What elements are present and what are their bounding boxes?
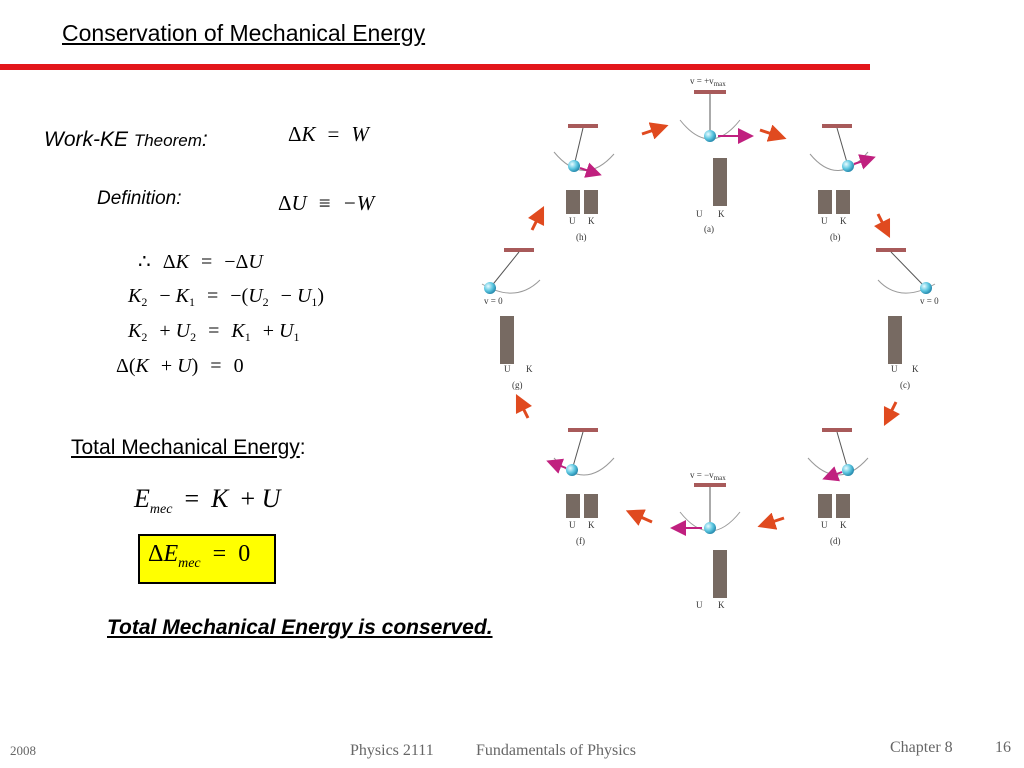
cycle-arrow <box>759 124 787 142</box>
derivation-line-3: K2+ U2=K1+ U1 <box>128 320 300 344</box>
conservation-equation: ΔEmec=0 <box>148 541 251 571</box>
pendulum-bob <box>484 282 496 294</box>
conservation-box <box>138 534 276 584</box>
panel-label-d: (d) <box>830 536 841 546</box>
pendulum-bob <box>566 464 578 476</box>
emec-equation: Emec=K+ U <box>134 484 281 517</box>
cycle-arrow <box>625 509 653 526</box>
svg-text:K: K <box>840 216 847 226</box>
panel-label-g: (g) <box>512 380 523 390</box>
svg-text:U: U <box>569 216 576 226</box>
ceiling <box>694 90 726 94</box>
panel-e: v = −vmax U K <box>670 470 741 610</box>
panel-d: U K (d) <box>807 428 869 546</box>
footer-course: Physics 2111 <box>350 742 434 759</box>
svg-text:U: U <box>891 364 898 374</box>
top-velocity-label: v = +vmax <box>690 76 726 88</box>
panel-label-f: (f) <box>576 536 585 546</box>
svg-text:K: K <box>526 364 533 374</box>
footer-chapter: Chapter 8 <box>890 739 953 756</box>
conclusion-text: Total Mechanical Energy is conserved. <box>107 616 493 639</box>
svg-text:v = 0: v = 0 <box>920 296 939 306</box>
cycle-arrow <box>883 401 901 427</box>
svg-text:K: K <box>588 520 595 530</box>
svg-text:K: K <box>718 209 725 219</box>
svg-text:K: K <box>912 364 919 374</box>
pendulum-bob <box>842 160 854 172</box>
panel-label-h: (h) <box>576 232 587 242</box>
derivation-line-4: Δ(K+ U)=0 <box>116 355 244 377</box>
definition-label: Definition: <box>97 188 182 209</box>
panel-h: U K (h) <box>553 124 615 242</box>
panel-label-c: (c) <box>900 380 910 390</box>
work-ke-equation: ΔK=W <box>288 122 369 146</box>
svg-text:U: U <box>569 520 576 530</box>
panel-g: v = 0 U K (g) <box>481 248 541 390</box>
panel-b: U K (b) <box>809 124 876 242</box>
svg-text:K: K <box>718 600 725 610</box>
footer-year: 2008 <box>10 743 36 758</box>
svg-text:U: U <box>696 209 703 219</box>
work-ke-label: Work-KE Theorem: <box>44 128 208 151</box>
bottom-velocity-label: v = −vmax <box>690 470 726 482</box>
derivation-line-1: ∴ΔK=−ΔU <box>138 251 263 273</box>
cycle-arrows <box>515 122 901 530</box>
pendulum-bob <box>704 522 716 534</box>
svg-text:K: K <box>840 520 847 530</box>
cycle-arrow <box>527 205 545 231</box>
svg-text:U: U <box>696 600 703 610</box>
cycle-arrow <box>873 213 891 239</box>
page-number: 16 <box>995 739 1011 756</box>
slide-title: Conservation of Mechanical Energy <box>62 20 426 46</box>
definition-equation: ΔU≡−W <box>278 191 375 215</box>
panel-c: v = 0 U K (c) <box>876 248 939 390</box>
pendulum-bob <box>568 160 580 172</box>
svg-text:U: U <box>504 364 511 374</box>
pendulum-bob <box>920 282 932 294</box>
title-divider <box>0 64 870 70</box>
cycle-arrow <box>757 512 785 530</box>
pendulum-energy-diagram: v = +vmax U K (a) U K (b) v = 0 U K (c) <box>481 76 939 610</box>
panel-a: v = +vmax U K (a) <box>679 76 754 234</box>
panel-label-b: (b) <box>830 232 841 242</box>
footer-course-title: Fundamentals of Physics <box>476 742 636 759</box>
panel-f: U K (f) <box>546 428 615 546</box>
svg-text:U: U <box>821 520 828 530</box>
derivation-line-2: K2− K1=−(U2− U1) <box>128 285 325 309</box>
pendulum-bob <box>704 130 716 142</box>
pendulum-bob <box>842 464 854 476</box>
svg-text:U: U <box>821 216 828 226</box>
bar-k <box>713 158 727 206</box>
panel-label-a: (a) <box>704 224 714 234</box>
cycle-arrow <box>515 393 533 419</box>
svg-text:v = 0: v = 0 <box>484 296 503 306</box>
cycle-arrow <box>641 122 669 140</box>
total-mech-label: Total Mechanical Energy: <box>71 436 306 459</box>
svg-text:K: K <box>588 216 595 226</box>
